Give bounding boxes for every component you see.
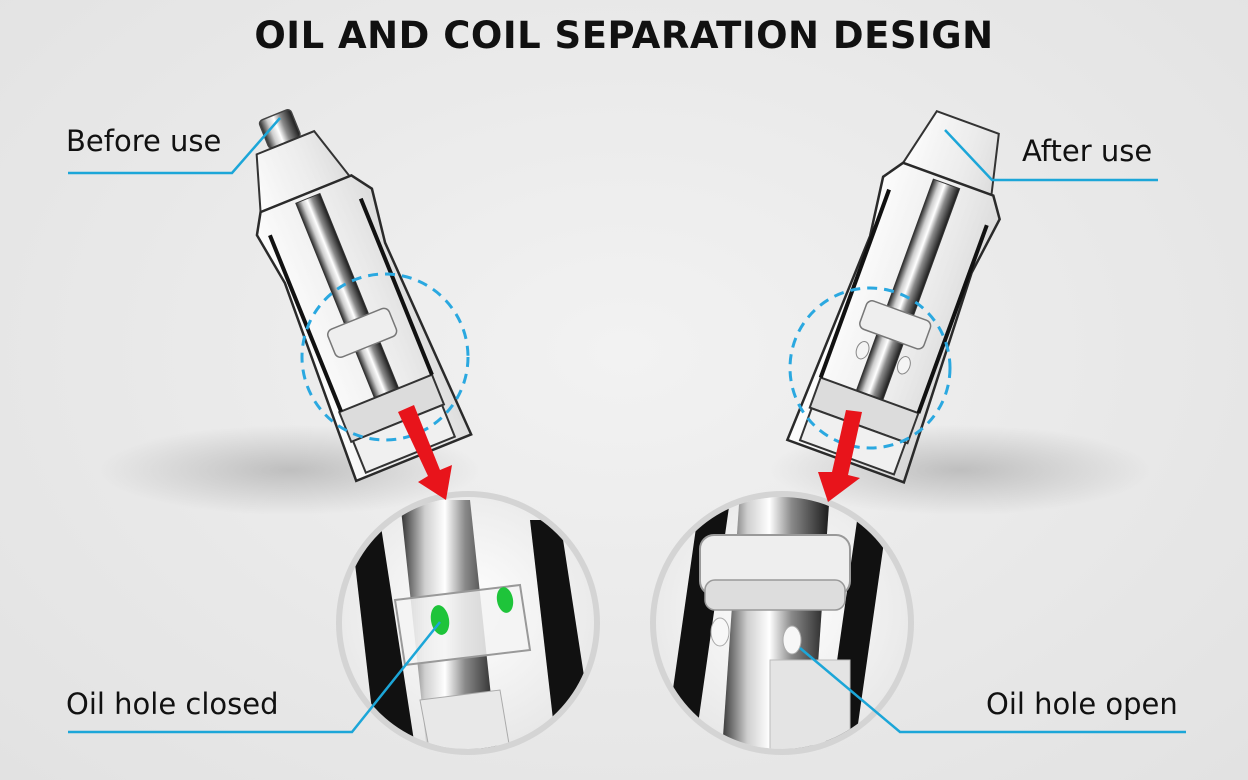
pod-after-use bbox=[785, 109, 1001, 484]
label-after-use: After use bbox=[1022, 134, 1153, 168]
leader-oil-hole-closed bbox=[68, 621, 441, 734]
leader-oil-hole-open bbox=[799, 647, 1186, 734]
left-arrow bbox=[398, 405, 452, 500]
label-oil-hole-open: Oil hole open bbox=[986, 687, 1178, 721]
label-oil-hole-closed: Oil hole closed bbox=[66, 687, 279, 721]
leader-before-use bbox=[68, 117, 281, 175]
pod-before-use bbox=[255, 109, 473, 483]
zoom-oil-hole-closed bbox=[336, 491, 600, 755]
right-arrow bbox=[818, 410, 862, 502]
zoom-oil-hole-open bbox=[650, 491, 914, 755]
before-use-focus-circle bbox=[300, 272, 470, 442]
page-title: OIL AND COIL SEPARATION DESIGN bbox=[254, 14, 994, 57]
after-use-focus-circle bbox=[788, 286, 952, 450]
leader-after-use bbox=[944, 129, 1158, 182]
label-before-use: Before use bbox=[66, 124, 222, 158]
